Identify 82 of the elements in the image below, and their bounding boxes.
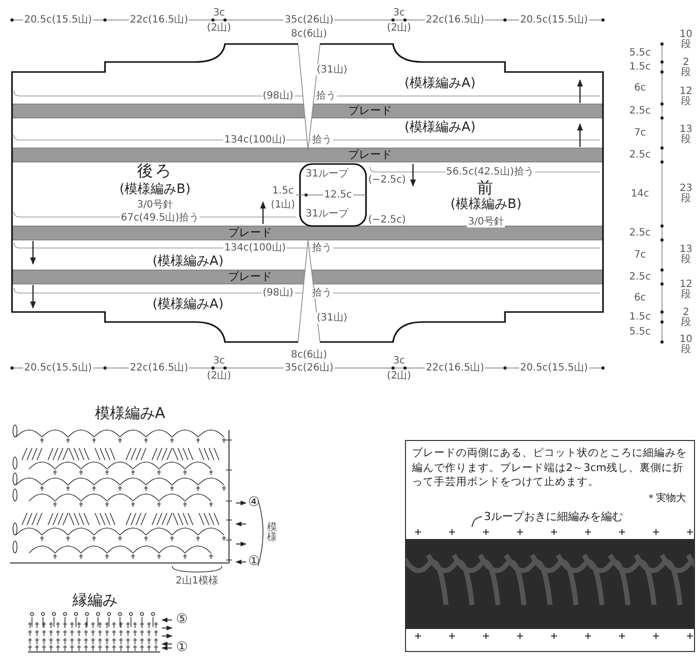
- dimension-label: 3c: [212, 8, 226, 18]
- dimension-label: 7c: [634, 128, 646, 138]
- dimension-label: 8c(6山): [290, 350, 328, 360]
- dimension-label: 14c: [630, 188, 650, 200]
- row-number: ①: [248, 554, 260, 570]
- dimension-label: 3c: [212, 356, 226, 366]
- row-count-label: 12段: [680, 280, 692, 300]
- braid-label: ブレード: [228, 226, 272, 240]
- dimension-label: (98山): [262, 90, 294, 102]
- dimension-label: 3/0号針: [466, 216, 506, 228]
- note-panel: [405, 440, 695, 652]
- dimension-label: 2.5c: [629, 272, 651, 282]
- dimension-label: (31山): [316, 64, 348, 76]
- row-count-label: 12段: [680, 87, 692, 107]
- dimension-label: (2山): [206, 370, 232, 382]
- dimension-label: 拾う: [315, 90, 337, 102]
- row-number: ①: [176, 640, 188, 656]
- dimension-label: 1.5c: [271, 186, 295, 196]
- row-count-label: 10段: [680, 335, 692, 355]
- dimension-label: 5.5c: [629, 48, 651, 58]
- dimension-label: 20.5c(15.5山): [23, 14, 93, 26]
- dimension-label: 3c: [392, 356, 406, 366]
- leader-line: [472, 516, 482, 528]
- braid-label: ブレード: [348, 104, 392, 118]
- row-count-label: 2段: [680, 308, 692, 328]
- dimension-label: 56.5c(42.5山)拾う: [445, 166, 535, 178]
- row-count-label: 13段: [680, 125, 692, 145]
- dimension-label: 134c(100山): [223, 134, 287, 146]
- dimension-label: 22c(16.5山): [424, 14, 486, 26]
- row-count-label: 23段: [680, 184, 692, 204]
- note-paragraph: ブレードの両側にある、ピコット状のところに細編みを編んで作ります。ブレード端は2～3cm残し、裏側に折って手芸用ボンドをつけて止めます。: [412, 446, 688, 490]
- dimension-label: 8c(6山): [290, 28, 328, 40]
- chart-title: 縁編み: [72, 592, 118, 608]
- dimension-label: (−2.5c): [367, 174, 407, 186]
- dimension-label: (2山): [386, 22, 412, 34]
- dimension-label: (2山): [206, 22, 232, 34]
- leader-text: 3ループおきに細編みを編む: [484, 509, 623, 524]
- dimension-label: 2.5c: [629, 150, 651, 160]
- dimension-label: 67c(49.5山)拾う: [120, 212, 200, 224]
- chart-title: 模様編みA: [94, 404, 166, 422]
- dimension-label: 3/0号針: [136, 200, 174, 210]
- dimension-label: 35c(26山): [284, 14, 334, 26]
- dimension-label: 1.5c: [629, 312, 651, 322]
- dimension-label: 22c(16.5山): [128, 362, 190, 374]
- row-count-label: 13段: [680, 245, 692, 265]
- row-number: ⑤: [176, 612, 188, 628]
- row-number: ④: [248, 496, 260, 510]
- dimension-label: 12.5c: [323, 190, 353, 200]
- dimension-label: 20.5c(15.5山): [23, 362, 93, 374]
- note-text: ＊実物大: [646, 492, 686, 505]
- row-count-label: 2段: [680, 58, 692, 78]
- piece-title: 後ろ: [137, 162, 173, 180]
- dimension-label: (1山): [270, 200, 296, 210]
- braid-label: ブレード: [228, 270, 272, 284]
- dimension-label: 6c: [634, 292, 646, 304]
- dimension-label: 3c: [392, 8, 406, 18]
- dimension-label: 拾う: [311, 288, 333, 298]
- dimension-label: 22c(16.5山): [424, 362, 486, 374]
- dimension-label: 2.5c: [629, 228, 651, 238]
- dimension-label: (−2.5c): [367, 214, 407, 226]
- dimension-label: 31ループ: [304, 208, 350, 220]
- braid-label: ブレード: [348, 148, 392, 162]
- dimension-label: 6c: [634, 82, 646, 94]
- dimension-label: 134c(100山): [223, 242, 287, 254]
- dimension-label: 2山1模様: [174, 576, 220, 586]
- dimension-label: (98山): [262, 288, 294, 298]
- dimension-label: (2山): [386, 370, 412, 382]
- dimension-label: 拾う: [311, 242, 333, 254]
- dimension-label: 2.5c: [629, 106, 651, 116]
- dimension-label: 1.5c: [629, 62, 651, 72]
- dimension-label: 31ループ: [304, 168, 350, 180]
- dimension-label: 拾う: [311, 134, 333, 146]
- dimension-label: 20.5c(15.5山): [519, 362, 589, 374]
- dimension-label: (31山): [316, 312, 348, 324]
- dimension-label: 35c(26山): [284, 362, 334, 374]
- dimension-label: 5.5c: [629, 326, 651, 338]
- dimension-label: 22c(16.5山): [128, 14, 190, 26]
- piece-title: 前: [477, 179, 495, 197]
- dimension-label: 7c: [634, 250, 646, 260]
- row-count-label: 模様: [266, 523, 278, 543]
- dimension-label: 20.5c(15.5山): [519, 14, 589, 26]
- row-count-label: 10段: [680, 30, 692, 50]
